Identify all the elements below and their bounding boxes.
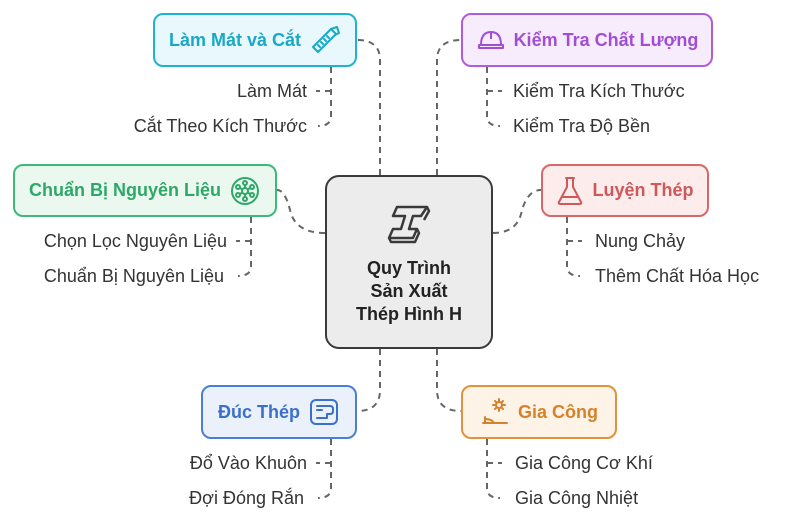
center-title-line-1: Quy Trình: [366, 257, 451, 278]
node-label: Luyện Thép: [592, 180, 694, 200]
sub-item-doi-dong-ran: Đợi Đóng Rắn: [189, 488, 304, 508]
node-label: Chuẩn Bị Nguyên Liệu: [28, 180, 221, 200]
node-chuan-bi-nguyen-lieu[interactable]: Chuẩn Bị Nguyên Liệu: [13, 164, 277, 217]
sub-item-nung-chay: Nung Chảy: [595, 231, 686, 251]
node-label: Làm Mát và Cắt: [168, 29, 302, 50]
sub-item-gia-cong-nhiet: Gia Công Nhiệt: [515, 488, 639, 508]
flask-icon: [558, 176, 583, 205]
node-label: Gia Công: [518, 401, 598, 422]
mold-icon: [310, 399, 338, 425]
sub-item-cat-theo-kich-thuoc: Cắt Theo Kích Thước: [133, 116, 307, 136]
node-gia-cong[interactable]: Gia Công: [461, 385, 617, 439]
sub-item-them-chat-hoa-hoc: Thêm Chất Hóa Học: [595, 266, 760, 286]
sub-item-kiem-tra-do-ben: Kiểm Tra Độ Bền: [513, 116, 651, 136]
node-label: Kiểm Tra Chất Lượng: [513, 29, 699, 50]
machining-icon: [482, 398, 508, 424]
sub-item-lam-mat: Làm Mát: [236, 81, 307, 101]
steel-h-beam-icon: [387, 205, 431, 243]
sub-item-gia-cong-co-khi: Gia Công Cơ Khí: [515, 453, 653, 473]
node-lam-mat-va-cat[interactable]: Làm Mát và Cắt: [153, 13, 357, 67]
saw-icon: [312, 26, 341, 53]
center-title-line-2: Sản Xuất: [370, 280, 448, 301]
node-duc-thep[interactable]: Đúc Thép: [201, 385, 357, 439]
node-kiem-tra-chat-luong[interactable]: Kiểm Tra Chất Lượng: [461, 13, 713, 67]
sub-item-do-vao-khuon: Đổ Vào Khuôn: [189, 453, 307, 473]
center-title-line-3: Thép Hình H: [356, 303, 462, 324]
node-luyen-thep[interactable]: Luyện Thép: [541, 164, 709, 217]
sub-item-chon-loc-nguyen-lieu: Chọn Lọc Nguyên Liệu: [43, 231, 227, 251]
sub-item-chuan-bi-nguyen-lieu: Chuẩn Bị Nguyên Liệu: [43, 266, 224, 286]
hard-hat-icon: [477, 31, 504, 49]
node-label: Đúc Thép: [217, 401, 300, 422]
molecule-icon: [231, 176, 259, 205]
center-node[interactable]: Quy Trình Sản Xuất Thép Hình H: [325, 175, 493, 349]
sub-item-kiem-tra-kich-thuoc: Kiểm Tra Kích Thước: [513, 81, 685, 101]
